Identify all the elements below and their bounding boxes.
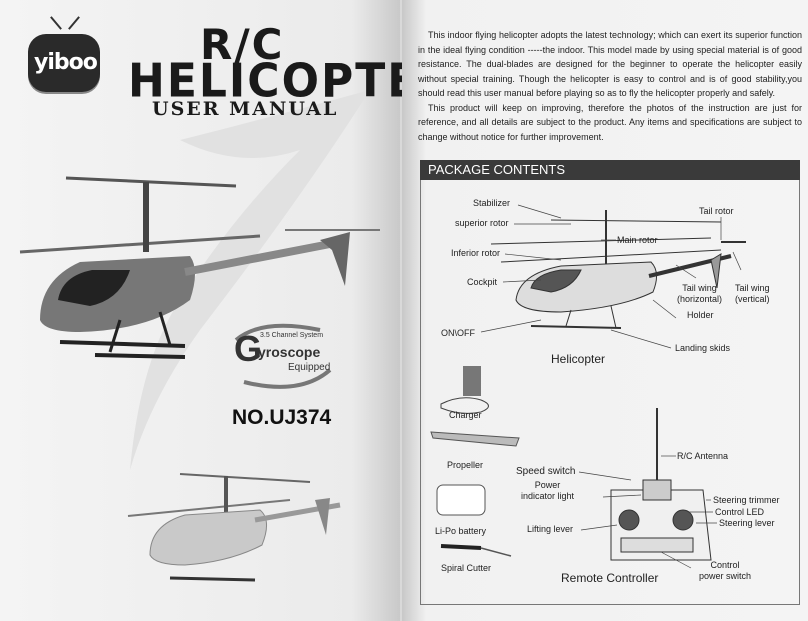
caption-helicopter: Helicopter [551,352,606,366]
cover-title-helicopter: HELICOPTER [128,54,456,109]
content-page [402,0,808,621]
label-steering-lever: Steering lever [719,518,775,528]
gyroscope-badge: G 3.5 Channel System yroscope Equipped [228,326,338,388]
label-speed-switch: Speed switch [516,466,576,477]
intro-text: This indoor flying helicopter adopts the… [418,28,802,144]
label-holder: Holder [687,310,714,320]
gyro-equipped: Equipped [288,362,331,373]
cover-title-rc: R/C [200,20,285,69]
label-on-off: ON\OFF [441,328,475,338]
cover-page: yiboo R/C HELICOPTER USER MANUAL G 3.5 C… [0,0,453,621]
spiral-cutter-drawing [440,544,512,557]
remote-leader-lines [578,455,717,569]
intro-paragraph-2: This product will keep on improving, the… [418,102,802,142]
label-tail-wing-horizontal: Tail wing (horizontal) [677,283,723,304]
label-tail-rotor: Tail rotor [699,206,734,216]
brand-logo: yiboo [28,16,100,92]
propeller-drawing [430,431,520,447]
model-number: NO.UJ374 [232,406,332,429]
label-battery: Li-Po battery [435,526,487,536]
package-contents-box: Stabilizer superior rotor Main rotor Inf… [420,180,800,605]
helicopter-photo-large [19,176,380,359]
label-spiral-cutter: Spiral Cutter [441,563,492,573]
helicopter-leader-lines [480,204,742,349]
label-rc-antenna: R/C Antenna [677,451,729,461]
cover-graphics [19,90,380,582]
label-superior-rotor: superior rotor [455,218,509,228]
charger-drawing [440,366,489,414]
intro-paragraph-1: This indoor flying helicopter adopts the… [418,30,802,98]
gyro-arrow-top [234,323,321,342]
label-tail-wing-vertical: Tail wing (vertical) [735,283,770,304]
label-lifting-lever: Lifting lever [527,524,574,534]
label-control-led: Control LED [715,507,765,517]
gyro-word: yroscope [258,344,321,360]
label-stabilizer: Stabilizer [473,198,511,208]
gyro-arrow-bottom [243,368,332,389]
label-steering-trimmer: Steering trimmer [713,495,780,505]
cover-subtitle: USER MANUAL [152,98,339,120]
gyro-letter: G [234,328,263,369]
gyro-channel-text: 3.5 Channel System [260,332,324,339]
label-inferior-rotor: Inferior rotor [451,248,501,258]
battery-drawing [436,484,486,516]
label-propeller: Propeller [447,460,484,470]
label-power-indicator: Power indicator light [521,480,575,501]
label-cockpit: Cockpit [467,277,498,287]
remote-controller-drawing [610,408,712,561]
helicopter-diagram [490,210,746,329]
label-landing-skids: Landing skids [675,343,731,353]
helicopter-photo-small [127,473,341,582]
package-diagram [430,204,746,569]
label-main-rotor: Main rotor [617,235,658,245]
label-control-power-switch: Control power switch [699,560,752,581]
brand-name: yiboo [34,50,98,75]
label-charger: Charger [449,410,482,420]
package-contents-header: PACKAGE CONTENTS [420,160,800,180]
caption-remote-controller: Remote Controller [561,571,659,585]
